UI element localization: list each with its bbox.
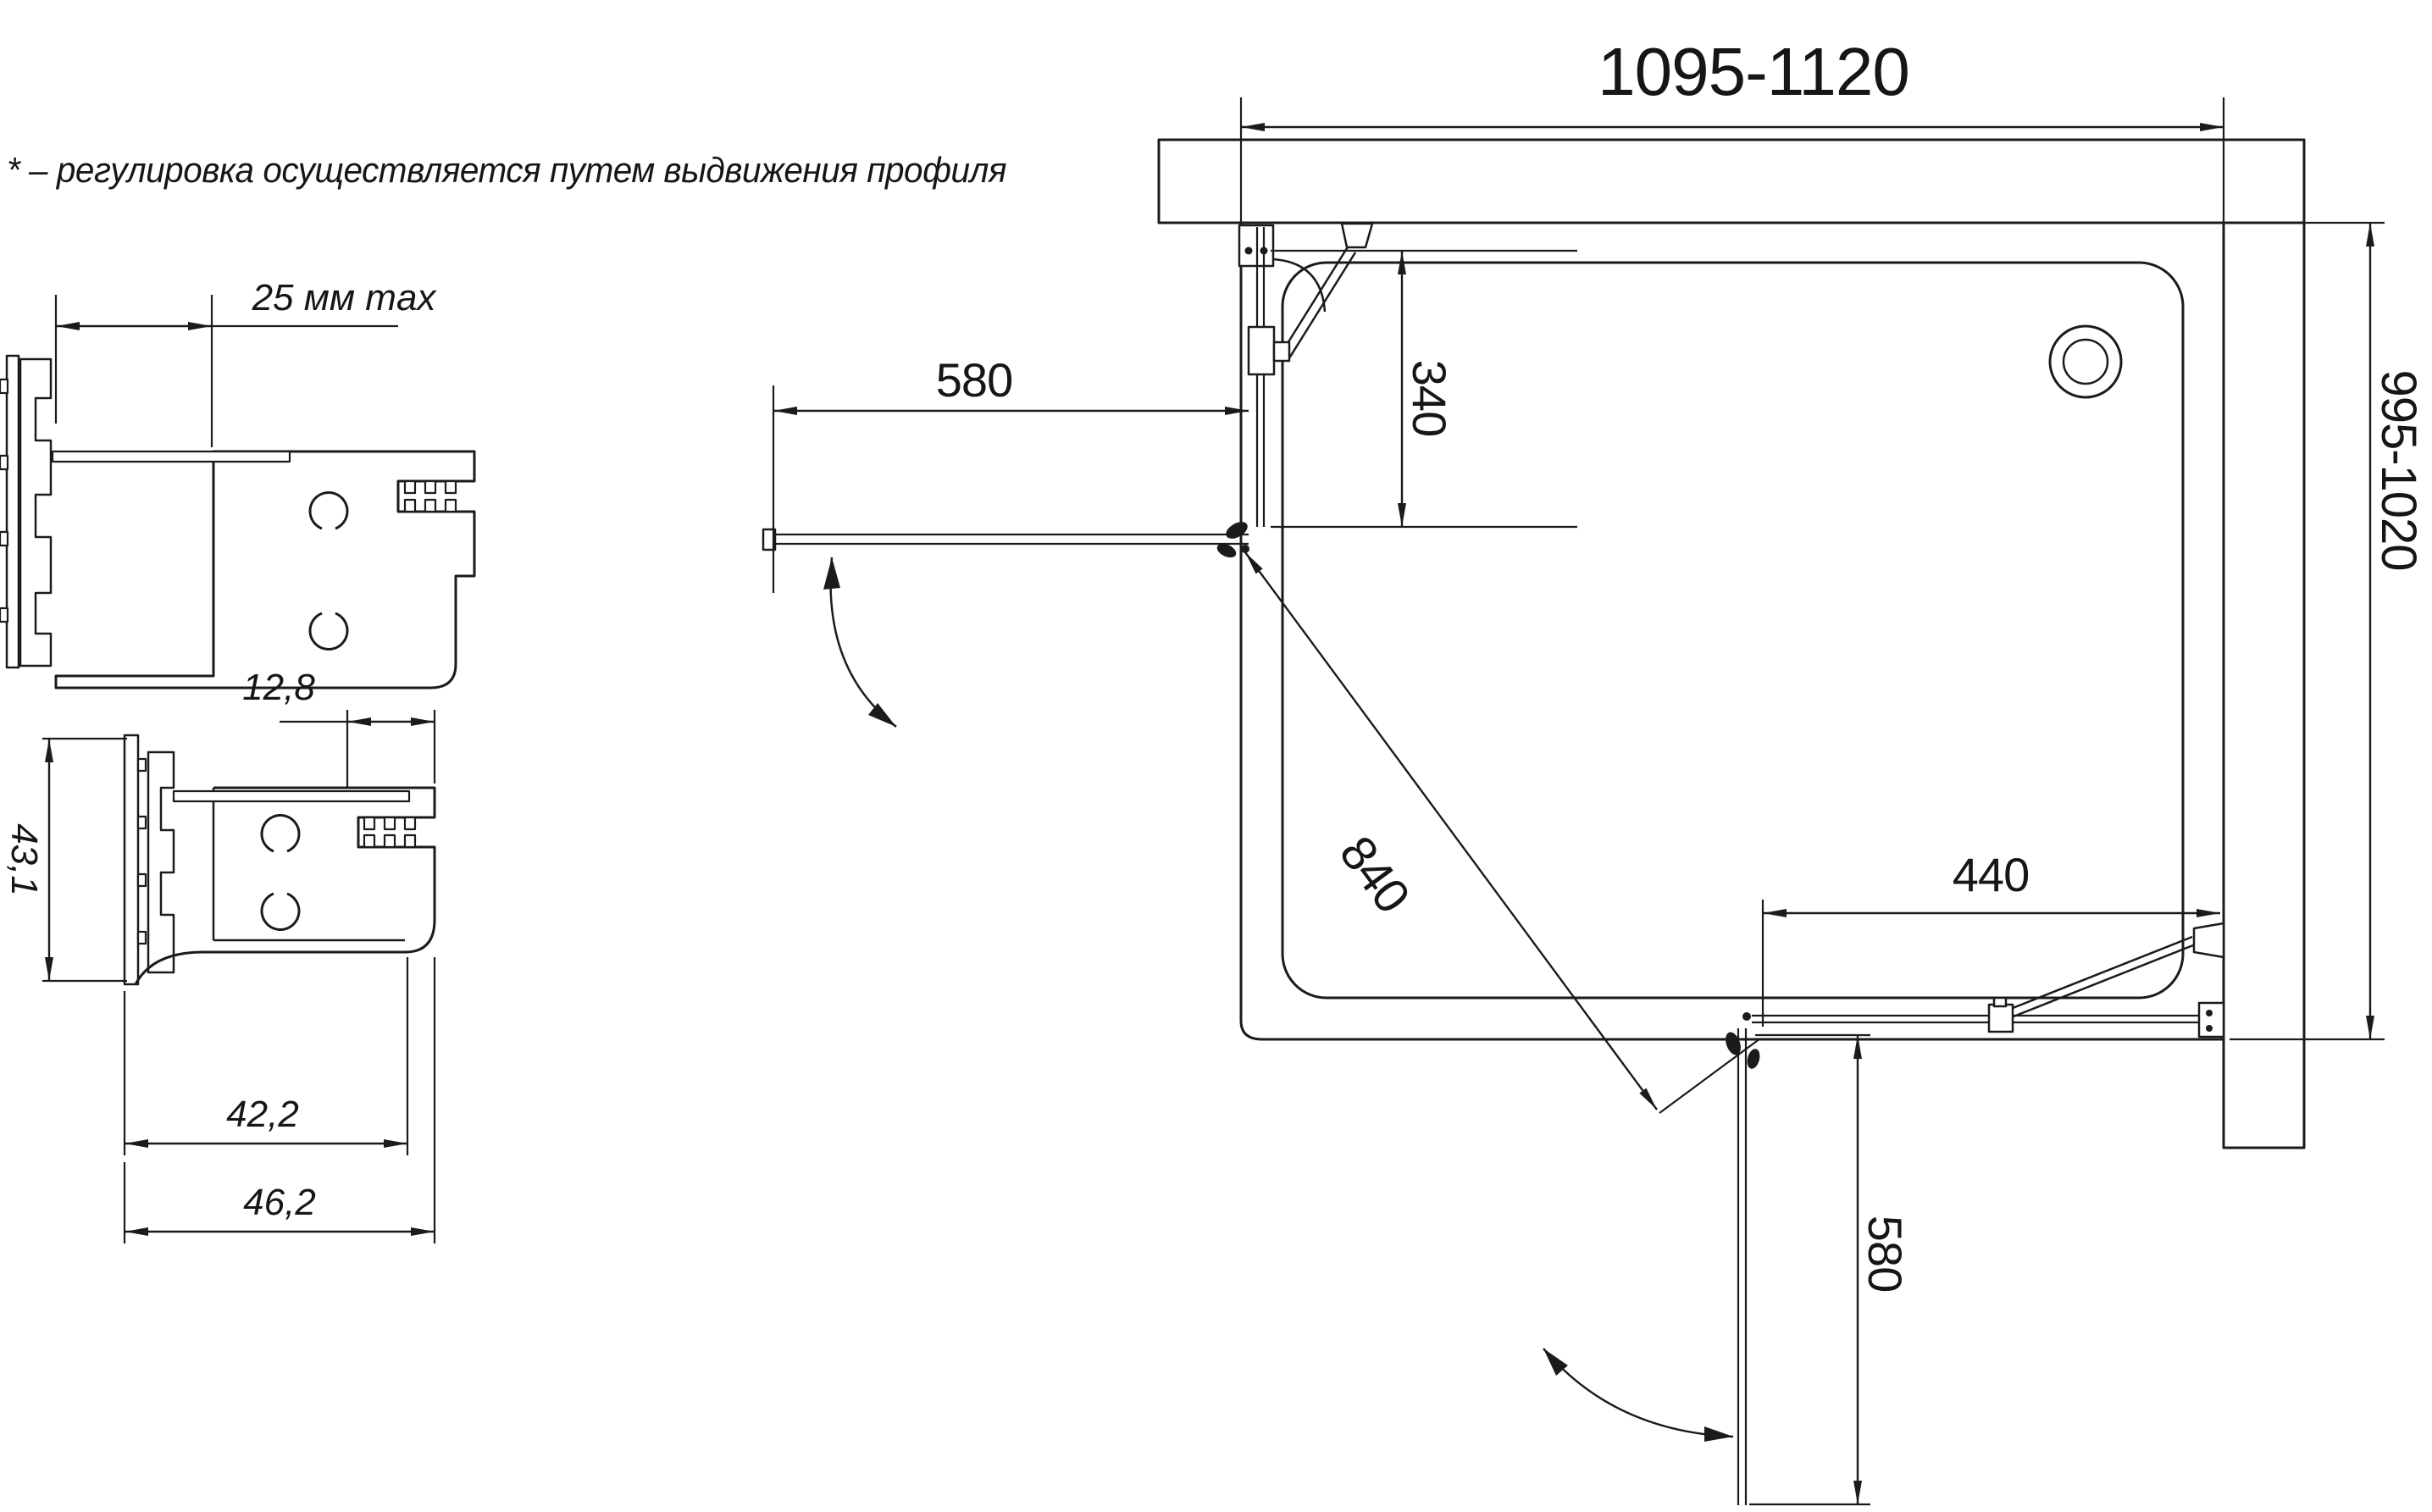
dim-adjustment-label: 25 мм max	[252, 277, 438, 318]
profile-tooth	[136, 757, 147, 773]
profile-comb-teeth	[363, 816, 417, 849]
screw-boss	[260, 892, 301, 931]
door-hinge-icon	[1216, 543, 1237, 558]
door-hinge-icon	[1241, 545, 1249, 553]
glass-clamp-stub	[1992, 996, 2008, 1008]
profile-tooth	[0, 454, 9, 471]
arrow-icon	[868, 703, 896, 727]
dim-fixed-left-label: 340	[1403, 360, 1456, 436]
screw-icon	[1244, 246, 1253, 255]
dimension-groove-width: 12,8	[242, 667, 436, 788]
dimension-overall-width: 46,2	[123, 957, 436, 1243]
wall-profile-strip	[5, 354, 20, 669]
dimension-bottom-door: 580	[1749, 1033, 1912, 1506]
profile-tooth	[136, 872, 147, 888]
left-fixed-panel-assembly	[1238, 222, 1374, 527]
door-hinge-icon	[1742, 1012, 1751, 1021]
dim-overall-width-label: 46,2	[243, 1182, 316, 1223]
dimension-depth: 995-1020	[2230, 221, 2426, 1041]
dim-left-door-label: 580	[936, 353, 1012, 407]
arrow-icon	[823, 557, 840, 590]
dim-bottom-door-label: 580	[1859, 1216, 1912, 1292]
profile-tooth	[136, 930, 147, 945]
dim-inner-width-label: 42,2	[226, 1094, 299, 1135]
wall-profile-strip	[123, 734, 140, 986]
footnote: * – регулировка осуществляется путем выд…	[7, 150, 1006, 190]
profile-section-lower: 12,8 43,1 42,2 46,2	[3, 667, 436, 1243]
screw-boss	[260, 814, 301, 853]
dim-bottom-fixed-label: 440	[1953, 848, 2029, 901]
profile-tooth	[0, 378, 9, 395]
dimension-bottom-fixed-panel: 440	[1761, 848, 2220, 1027]
screw-boss	[308, 491, 349, 530]
dim-width-label: 1095-1120	[1598, 34, 1909, 109]
dimension-width: 1095-1120	[1239, 34, 2225, 223]
brace-wall-cap	[1340, 222, 1374, 249]
brace-wall-cap	[2192, 922, 2225, 959]
glass-plate	[51, 450, 291, 463]
wall-bracket	[2197, 1001, 2225, 1038]
support-brace	[2003, 935, 2193, 1013]
support-brace	[2008, 942, 2198, 1020]
dimension-left-door: 580	[772, 353, 1249, 593]
profile-comb-teeth	[403, 479, 457, 513]
right-wall	[2222, 221, 2306, 1149]
profile-tooth	[0, 606, 9, 623]
top-wall	[1157, 138, 2306, 224]
bottom-door	[1726, 1012, 1760, 1505]
glass-clamp	[1987, 1003, 2014, 1033]
dimension-adjustment: 25 мм max	[54, 277, 438, 447]
glass-plate	[172, 789, 411, 803]
screw-icon	[2206, 1025, 2213, 1032]
plan-view: 1095-1120 995-1020 580 340 840	[762, 34, 2426, 1506]
profile-body	[54, 450, 476, 690]
glass-clamp-stub	[1272, 341, 1291, 363]
dim-height-label: 43,1	[3, 823, 45, 896]
dimension-profile-height: 43,1	[3, 737, 127, 983]
support-brace	[1279, 245, 1350, 355]
screw-icon	[2206, 1010, 2213, 1016]
door-hinge-icon	[1726, 1032, 1741, 1055]
bottom-fixed-panel-assembly	[1752, 922, 2225, 1038]
dim-groove-label: 12,8	[242, 667, 315, 708]
arrow-icon	[1704, 1426, 1733, 1442]
glass-clamp	[1247, 325, 1276, 376]
support-brace	[1286, 252, 1357, 362]
dimension-left-fixed-panel: 340	[1271, 249, 1577, 529]
bottom-door-swing-arc	[1543, 1348, 1734, 1442]
profile-tooth	[136, 815, 147, 830]
profile-section-upper: 25 мм max	[0, 277, 476, 690]
left-door	[762, 522, 1249, 558]
door-hinge-icon	[1747, 1049, 1760, 1069]
left-door-swing-arc	[823, 557, 897, 728]
door-hinge-icon	[1226, 522, 1248, 539]
dim-depth-label: 995-1020	[2371, 369, 2426, 570]
door-end-cap	[762, 528, 777, 551]
drain-icon	[2048, 324, 2123, 399]
profile-bracket	[147, 750, 175, 974]
profile-tooth	[0, 530, 9, 547]
arrow-icon	[1543, 1349, 1568, 1376]
profile-bracket	[19, 357, 53, 667]
screw-boss	[308, 612, 349, 651]
dimension-inner-width: 42,2	[123, 957, 409, 1155]
profile-body	[134, 786, 436, 985]
